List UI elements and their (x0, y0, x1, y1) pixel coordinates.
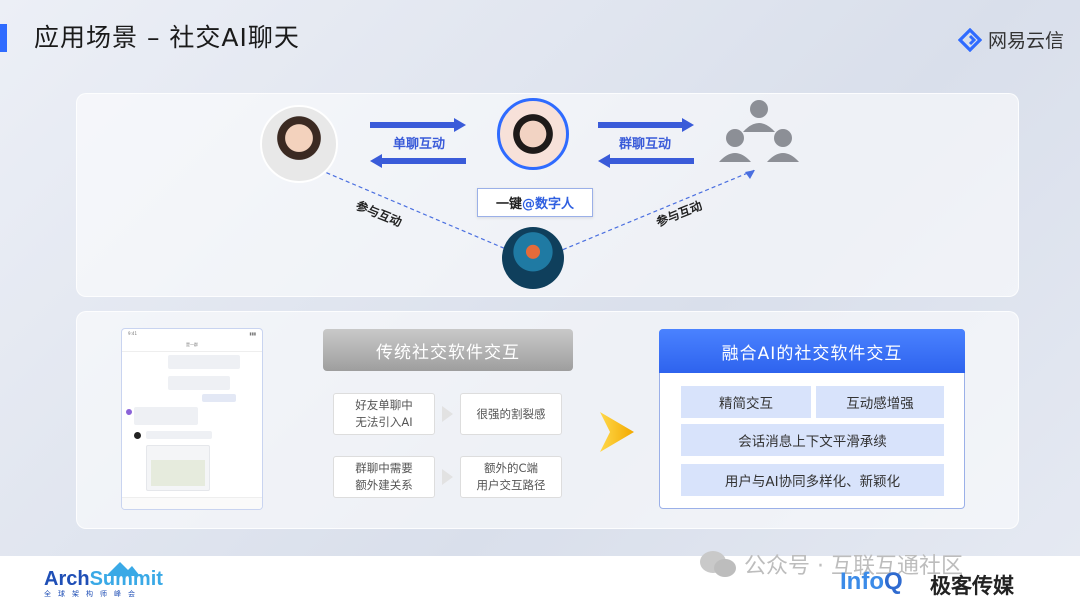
chevron-right-icon (436, 403, 458, 425)
transition-arrow-icon (598, 410, 636, 454)
digital-human-avatar (497, 98, 569, 170)
location-card (146, 445, 210, 491)
traditional-problem-2: 群聊中需要 额外建关系 (333, 456, 435, 498)
chat-bubble (168, 355, 240, 369)
one-click-digital-human-tag: 一键@数字人 (477, 188, 593, 217)
fusion-item-1: 精简交互 (681, 386, 811, 418)
chat-bubble (168, 376, 230, 390)
traditional-problem-1: 好友单聊中 无法引入AI (333, 393, 435, 435)
phone-time: 9:41 (128, 331, 137, 337)
traditional-result-2: 额外的C端 用户交互路径 (460, 456, 562, 498)
infoq-logo: InfoQ (840, 568, 903, 596)
map-thumbnail (151, 460, 205, 486)
single-chat-label: 单聊互动 (393, 133, 445, 152)
group-users-icon (718, 98, 800, 164)
phone-status-icons: ▮▮▮ (249, 331, 256, 337)
chat-bubble (134, 407, 198, 425)
fusion-title: 融合AI的社交软件交互 (659, 329, 965, 373)
jike-media-text: 极客传媒 (930, 570, 1014, 600)
arrow-left-single (370, 154, 466, 174)
traditional-title: 传统社交软件交互 (323, 329, 573, 371)
arch-text: Arch (44, 568, 90, 590)
wechat-icon (698, 549, 738, 579)
infoq-text: Info (840, 568, 884, 595)
infoq-q: Q (884, 568, 903, 595)
fusion-item-2: 互动感增强 (816, 386, 944, 418)
archsummit-logo: ArchSummit 全球架构师峰会 (44, 568, 163, 599)
phone-input-bar (122, 497, 263, 509)
phone-chat-header: 是一群 (122, 339, 262, 352)
chevron-right-icon (436, 466, 458, 488)
ai-bot-avatar (502, 227, 564, 289)
mountain-logo-icon (106, 562, 140, 576)
arrow-left-group (598, 154, 694, 174)
user-avatar-dot-icon (134, 432, 141, 439)
fusion-item-3: 会话消息上下文平滑承续 (681, 424, 944, 456)
fusion-item-4: 用户与AI协同多样化、新颖化 (681, 464, 944, 496)
ai-avatar-dot-icon (126, 409, 132, 415)
chat-bubble (146, 431, 212, 439)
one-click-highlight: @数字人 (522, 197, 574, 212)
traditional-result-1: 很强的割裂感 (460, 393, 562, 435)
one-click-prefix: 一键 (496, 197, 522, 212)
chat-bubble (202, 394, 236, 402)
group-chat-label: 群聊互动 (619, 133, 671, 152)
user-avatar-woman (260, 105, 338, 183)
watermark: 公众号 · 互联互通社区 (698, 548, 963, 580)
phone-chat-screenshot: 9:41 ▮▮▮ 是一群 (121, 328, 263, 510)
